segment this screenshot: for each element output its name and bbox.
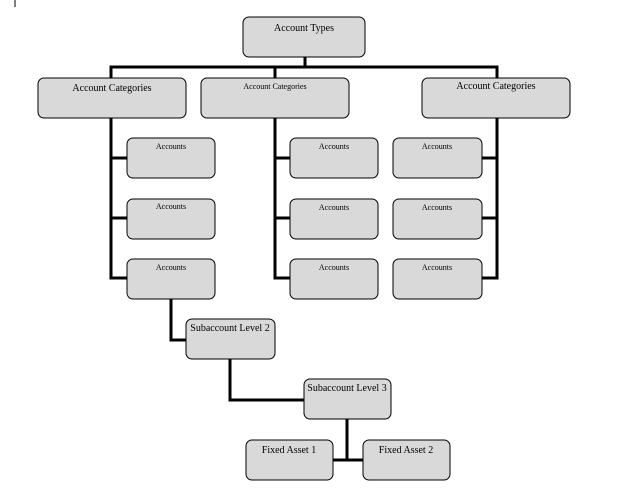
node-account-category-1: Account Categories (37, 77, 187, 119)
node-account-types: Account Types (242, 16, 366, 58)
node-label: Accounts (156, 263, 186, 272)
node-label: Fixed Asset 2 (379, 445, 433, 456)
node-accounts-3-2: Accounts (392, 198, 483, 240)
node-label: Accounts (422, 203, 452, 212)
node-accounts-2-2: Accounts (289, 198, 379, 240)
node-accounts-1-3: Accounts (126, 258, 216, 300)
node-label: Fixed Asset 1 (262, 445, 316, 456)
node-accounts-3-1: Accounts (392, 137, 483, 179)
node-label: Accounts (156, 142, 186, 151)
node-label: Accounts (319, 203, 349, 212)
node-fixed-asset-2: Fixed Asset 2 (362, 439, 451, 481)
node-account-category-2: Account Categories (200, 77, 350, 119)
node-label: Accounts (156, 202, 186, 211)
node-label: Account Categories (243, 82, 306, 91)
node-accounts-1-1: Accounts (126, 137, 216, 179)
node-label: Account Types (274, 23, 334, 34)
node-accounts-2-3: Accounts (289, 258, 379, 300)
node-label: Account Categories (456, 81, 535, 92)
node-label: Subaccount Level 2 (190, 323, 269, 334)
node-subaccount-level-2: Subaccount Level 2 (185, 318, 276, 360)
node-fixed-asset-1: Fixed Asset 1 (245, 439, 334, 481)
node-label: Accounts (422, 142, 452, 151)
node-label: Accounts (319, 142, 349, 151)
node-label: Accounts (319, 263, 349, 272)
node-label: Accounts (422, 263, 452, 272)
node-accounts-2-1: Accounts (289, 137, 379, 179)
node-accounts-1-2: Accounts (126, 198, 216, 240)
connector-lines (109, 55, 499, 462)
node-accounts-3-3: Accounts (392, 258, 483, 300)
node-label: Subaccount Level 3 (307, 383, 386, 394)
node-subaccount-level-3: Subaccount Level 3 (303, 378, 392, 420)
node-account-category-3: Account Categories (421, 77, 571, 119)
node-label: Account Categories (72, 83, 151, 94)
